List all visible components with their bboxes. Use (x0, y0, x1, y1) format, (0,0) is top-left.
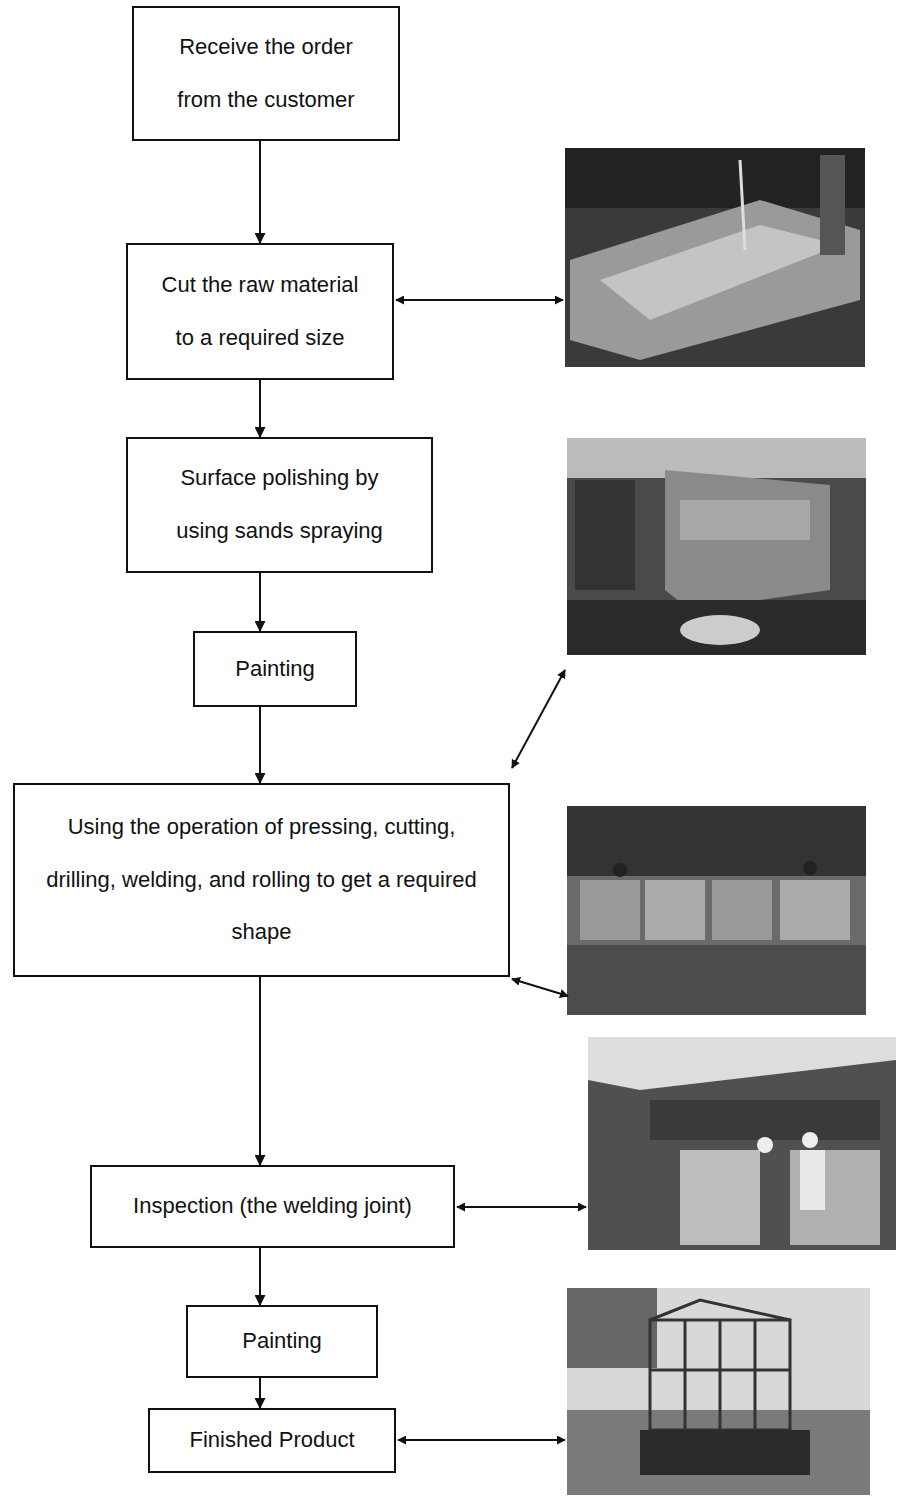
flow-arrow (259, 707, 261, 783)
process-box: Surface polishing by using sands sprayin… (126, 437, 433, 573)
leader-arrow (396, 299, 563, 301)
photo-inspection (588, 1037, 896, 1250)
leader-arrow (398, 1439, 565, 1441)
box-text: Inspection (the welding joint) (133, 1180, 412, 1233)
flow-arrow (259, 1378, 261, 1408)
box-text: Cut the raw material to a required size (152, 259, 368, 365)
process-box: Painting (193, 631, 357, 707)
flow-arrow (259, 380, 261, 437)
box-text: Painting (235, 643, 315, 696)
box-text: Using the operation of pressing, cutting… (35, 801, 488, 959)
box-text: Painting (242, 1315, 322, 1368)
box-text: Surface polishing by using sands sprayin… (168, 452, 391, 558)
flow-arrow (259, 141, 261, 243)
process-box: Using the operation of pressing, cutting… (13, 783, 510, 977)
leader-arrow (457, 1206, 586, 1208)
flow-arrow (259, 1248, 261, 1305)
process-box: Cut the raw material to a required size (126, 243, 394, 380)
photo-press-brake (567, 438, 866, 655)
box-text: Finished Product (189, 1414, 354, 1467)
process-box: Receive the order from the customer (132, 6, 400, 141)
leader-arrow (512, 979, 568, 996)
process-box: Painting (186, 1305, 378, 1378)
flow-arrow (259, 573, 261, 631)
process-box: Finished Product (148, 1408, 396, 1473)
photo-forming (567, 806, 866, 1015)
photo-finished-product (567, 1288, 870, 1495)
process-box: Inspection (the welding joint) (90, 1165, 455, 1248)
leader-arrow (512, 670, 565, 768)
photo-cutting (565, 148, 865, 367)
box-text: Receive the order from the customer (164, 21, 368, 127)
flow-arrow (259, 977, 261, 1165)
